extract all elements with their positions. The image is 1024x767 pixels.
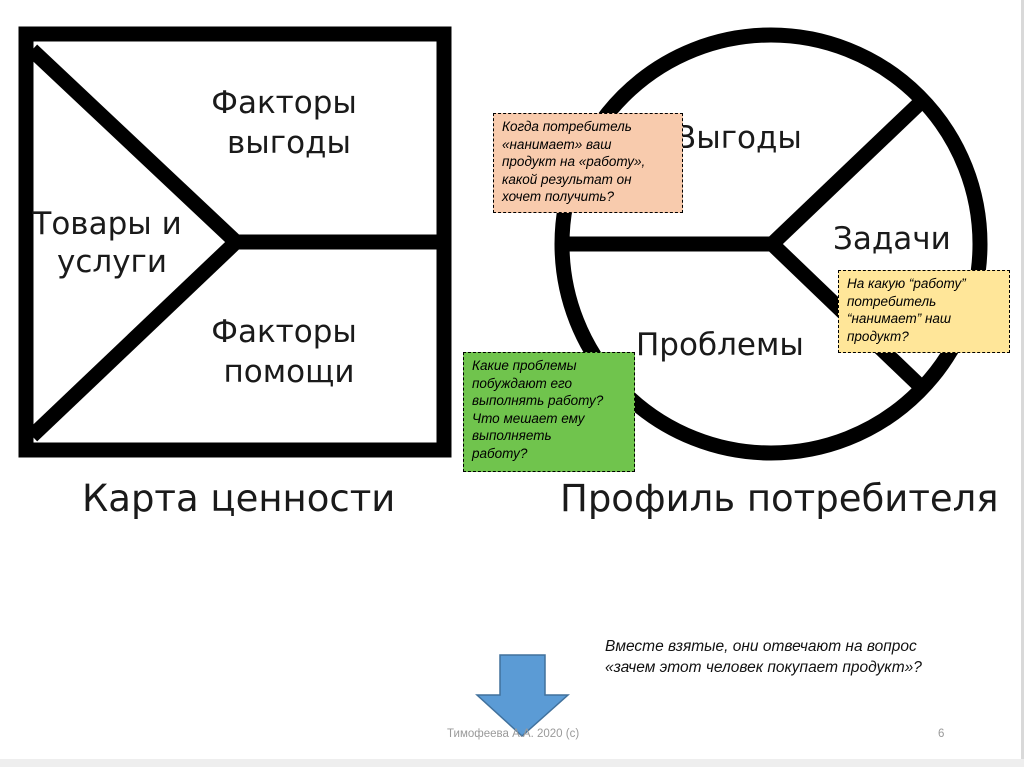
customer-profile-segment-pains: Проблемы bbox=[636, 327, 804, 363]
note-benefits-text: Когда потребитель «нанимает» ваш продукт… bbox=[502, 119, 646, 204]
note-problems: Какие проблемы побуждают его выполнять р… bbox=[463, 352, 635, 472]
customer-profile-divider-top bbox=[764, 95, 928, 252]
customer-profile-segment-jobs: Задачи bbox=[833, 221, 951, 257]
value-map-segment-products: Товары и услуги bbox=[31, 206, 191, 280]
footer-author: Тимофеева А.А. 2020 (с) bbox=[447, 728, 580, 740]
note-benefits: Когда потребитель «нанимает» ваш продукт… bbox=[493, 113, 683, 213]
value-map-divider-bottom bbox=[26, 236, 242, 442]
note-problems-text: Какие проблемы побуждают его выполнять р… bbox=[472, 358, 604, 461]
customer-profile-segment-gains: Выгоды bbox=[675, 120, 802, 156]
value-map-square: Факторы выгоды Товары и услуги Факторы п… bbox=[18, 26, 452, 520]
summary-text: Вместе взятые, они отвечают на вопрос «з… bbox=[605, 638, 922, 676]
page-number: 6 bbox=[938, 728, 945, 740]
value-map-segment-gain-creators: Факторы выгоды bbox=[211, 85, 366, 161]
customer-profile-circle: Выгоды Задачи Проблемы Профиль потребите… bbox=[554, 27, 999, 520]
note-jobs-text: На какую “работу” потребитель “нанимает”… bbox=[847, 276, 966, 344]
down-arrow-icon bbox=[475, 654, 570, 738]
value-map-frame bbox=[18, 26, 452, 458]
value-map-title: Карта ценности bbox=[82, 477, 395, 520]
value-map-segment-pain-relievers: Факторы помощи bbox=[211, 314, 366, 390]
slide-edge bbox=[1021, 0, 1024, 767]
customer-profile-frame bbox=[554, 27, 988, 461]
customer-profile-title: Профиль потребителя bbox=[560, 477, 999, 520]
note-jobs: На какую “работу” потребитель “нанимает”… bbox=[838, 270, 1010, 353]
slide-edge-bottom bbox=[0, 759, 1024, 767]
value-map-divider-top bbox=[26, 44, 242, 248]
